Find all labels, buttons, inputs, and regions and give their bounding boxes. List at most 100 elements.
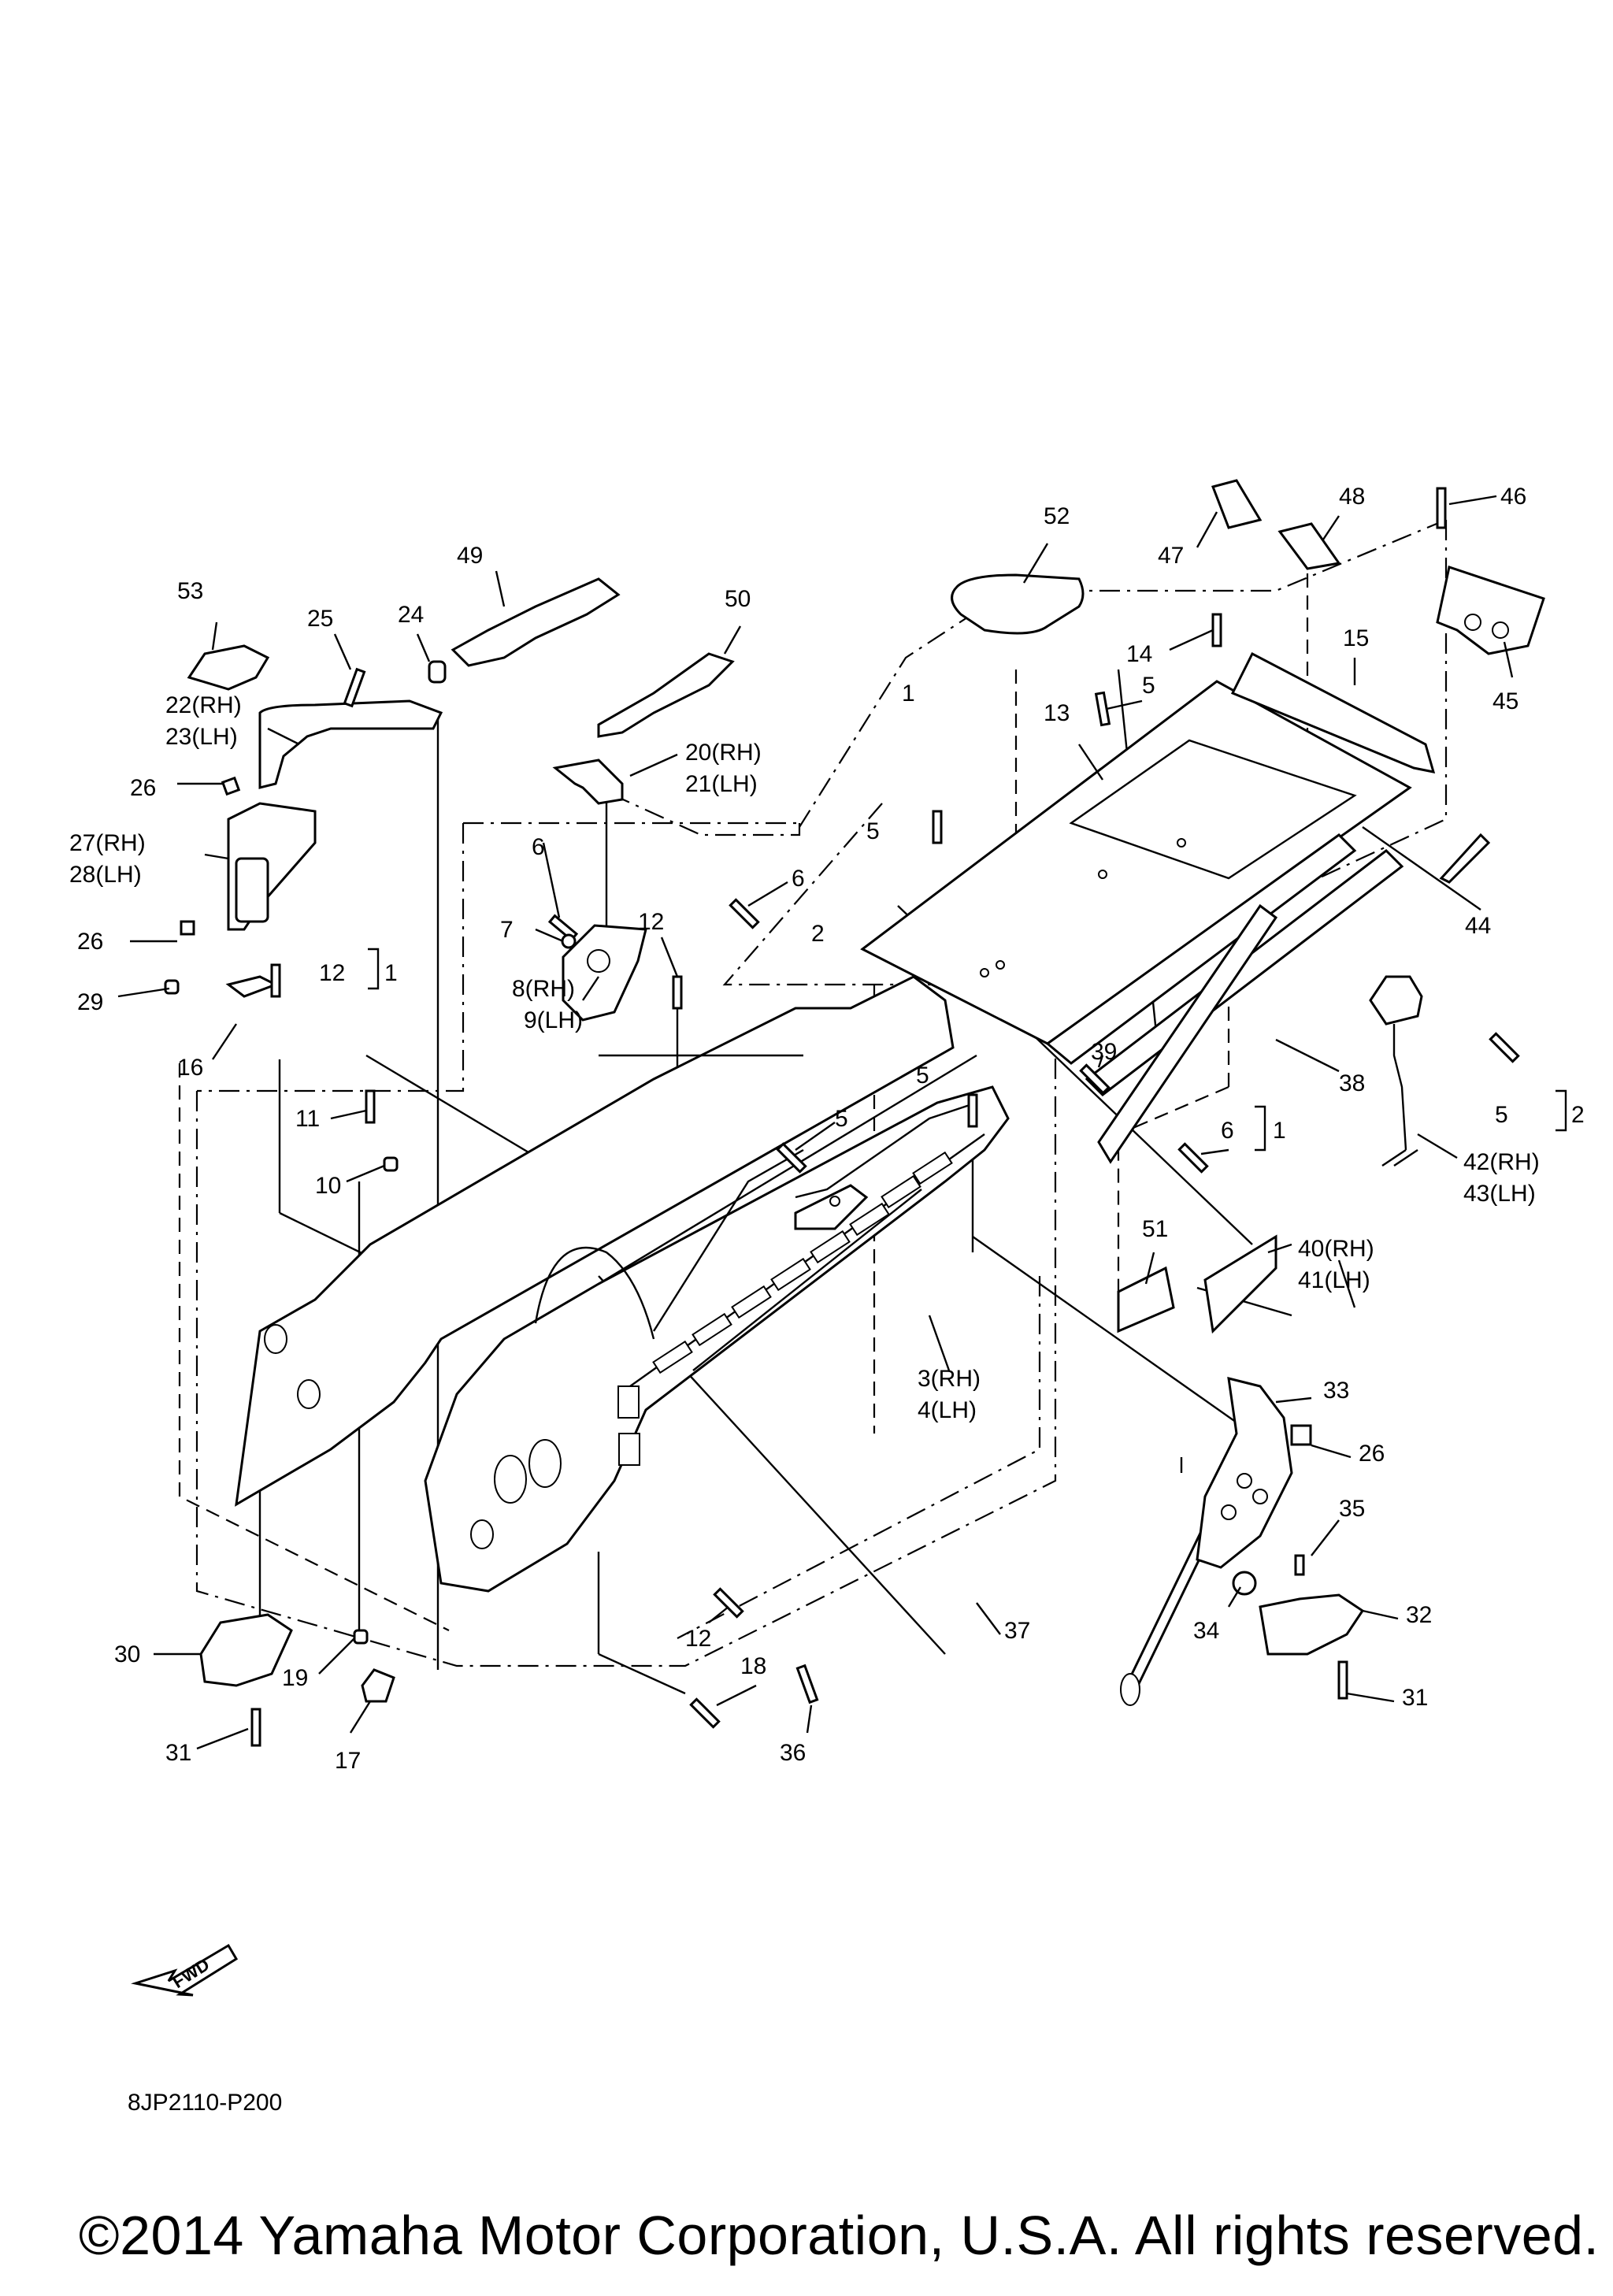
bolt-19 — [353, 1629, 369, 1645]
callout-39: 39 — [1091, 1039, 1117, 1065]
callout-12a: 12 — [319, 960, 345, 986]
rivet-14 — [1211, 613, 1222, 647]
label-48 — [1277, 522, 1341, 570]
callout-26b: 26 — [77, 929, 103, 955]
callout-48: 48 — [1339, 484, 1365, 510]
rivet-11 — [365, 1089, 376, 1124]
callout-20: 20(RH) — [685, 740, 762, 766]
callout-5d: 5 — [1142, 673, 1155, 699]
rail-40 — [1203, 1234, 1277, 1334]
pad-49 — [451, 577, 621, 667]
bolt-34 — [1232, 1571, 1257, 1596]
callout-5e: 5 — [1495, 1102, 1508, 1128]
bolt-35 — [1294, 1554, 1305, 1576]
callout-32: 32 — [1406, 1602, 1432, 1628]
rivet-6b — [729, 898, 760, 929]
callout-26a: 26 — [130, 775, 156, 801]
callout-19: 19 — [282, 1665, 308, 1691]
callout-34: 34 — [1193, 1618, 1219, 1644]
callout-16: 16 — [177, 1055, 203, 1081]
callout-6c-ref: 1 — [1273, 1118, 1286, 1144]
nut-26c — [1290, 1424, 1312, 1446]
right-side-parts — [1097, 903, 1423, 1706]
label-47 — [1211, 479, 1263, 529]
callout-43: 43(LH) — [1463, 1181, 1536, 1207]
nut-26b — [180, 920, 195, 936]
callout-17: 17 — [335, 1748, 361, 1774]
callout-4: 4(LH) — [918, 1397, 977, 1423]
pad-52 — [951, 573, 1085, 635]
callout-40: 40(RH) — [1298, 1236, 1374, 1262]
rivet-5c — [967, 1093, 978, 1128]
rivet-18 — [689, 1697, 721, 1729]
callout-29: 29 — [77, 989, 103, 1015]
callout-46: 46 — [1500, 484, 1526, 510]
callout-23: 23(LH) — [165, 724, 238, 750]
callout-26c: 26 — [1359, 1441, 1385, 1467]
callout-33: 33 — [1323, 1378, 1349, 1404]
callout-2: 2 — [811, 921, 825, 947]
drawing-code: 8JP2110-P200 — [128, 2090, 283, 2116]
callout-1: 1 — [902, 681, 915, 707]
callout-35: 35 — [1339, 1496, 1365, 1522]
callout-53: 53 — [177, 578, 203, 604]
grab-bar-22 — [258, 699, 443, 789]
rivet-31a — [1337, 1660, 1348, 1700]
callout-36: 36 — [780, 1740, 806, 1766]
rivet-39 — [1079, 1063, 1111, 1095]
callout-12a-ref: 1 — [384, 960, 398, 986]
callout-49: 49 — [457, 543, 483, 569]
callout-13: 13 — [1044, 700, 1070, 726]
bolt-29 — [164, 979, 180, 995]
block-51 — [1117, 1266, 1175, 1333]
callout-6a: 6 — [532, 834, 545, 860]
callout-24: 24 — [398, 602, 424, 628]
callout-5a: 5 — [866, 818, 880, 844]
rivet-12a — [270, 963, 281, 998]
nut-26a — [221, 776, 241, 796]
callout-5e-ref: 2 — [1571, 1102, 1585, 1128]
pad-50 — [597, 652, 735, 738]
plate-17 — [361, 1668, 395, 1703]
callout-38: 38 — [1339, 1070, 1365, 1096]
clip-16 — [225, 975, 279, 998]
fwd-arrow-icon: FWD — [131, 1943, 239, 1997]
callout-28: 28(LH) — [69, 862, 142, 888]
callout-31a: 31 — [1402, 1685, 1428, 1711]
callout-22: 22(RH) — [165, 692, 242, 718]
callout-27: 27(RH) — [69, 830, 146, 856]
callout-25: 25 — [307, 606, 333, 632]
callout-44: 44 — [1465, 913, 1491, 939]
tunnel-plate — [860, 651, 1436, 1096]
rivet-31b — [250, 1708, 261, 1747]
fasteners — [164, 487, 1520, 1747]
callout-30: 30 — [114, 1641, 140, 1667]
callout-37: 37 — [1004, 1618, 1030, 1644]
plate-42 — [1369, 975, 1423, 1026]
callout-11: 11 — [295, 1106, 320, 1132]
rivet-5a — [932, 810, 943, 844]
bracket-45 — [1436, 566, 1545, 655]
cover-53 — [187, 644, 270, 691]
callout-42: 42(RH) — [1463, 1149, 1540, 1175]
nut-24 — [428, 660, 447, 684]
copyright-notice: ©2014 Yamaha Motor Corporation, U.S.A. A… — [79, 2205, 1600, 2266]
washer-7 — [561, 933, 577, 949]
callout-31b: 31 — [165, 1740, 191, 1766]
top-pads — [187, 479, 1545, 884]
callout-6c: 6 — [1221, 1118, 1234, 1144]
callout-3: 3(RH) — [918, 1366, 981, 1392]
callout-14: 14 — [1126, 641, 1152, 667]
bracket-8 — [562, 924, 647, 1022]
callout-45: 45 — [1492, 688, 1518, 714]
rivet-5b — [776, 1142, 807, 1174]
rivet-46 — [1436, 487, 1447, 529]
rivet-12c — [713, 1587, 744, 1619]
callout-18: 18 — [740, 1653, 766, 1679]
callout-15: 15 — [1343, 625, 1369, 651]
chassis-frame — [235, 975, 1010, 1593]
callout-41: 41(LH) — [1298, 1267, 1370, 1293]
callout-51: 51 — [1142, 1216, 1168, 1242]
callout-52: 52 — [1044, 503, 1070, 529]
